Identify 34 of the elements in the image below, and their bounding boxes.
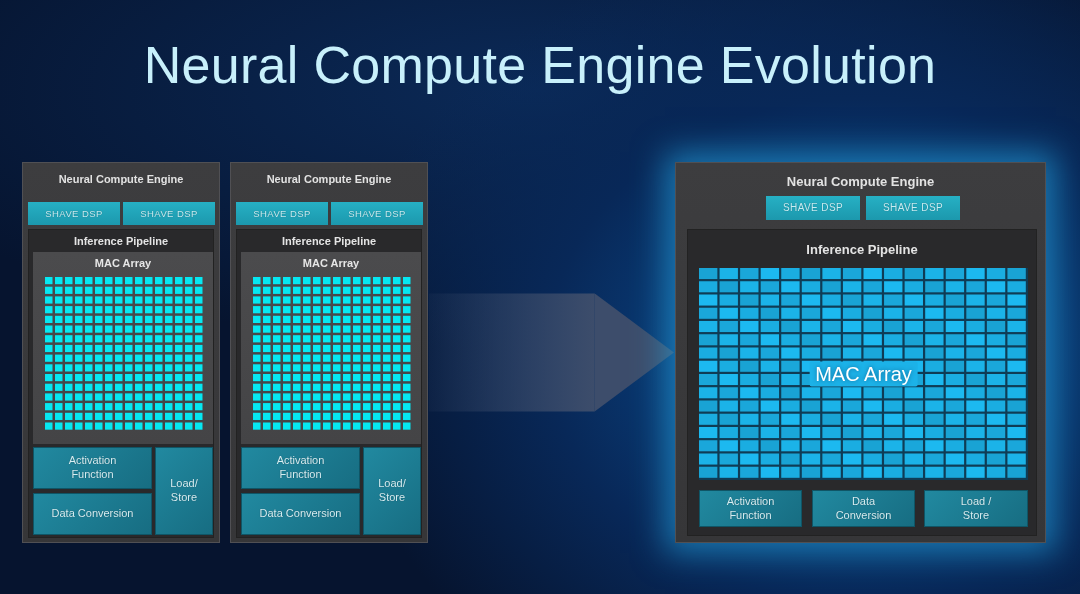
dsp-block: SHAVE DSP [331,202,423,225]
function-block: Activation Function [699,490,802,527]
mac-array-label: MAC Array [809,361,918,387]
function-block: Data Conversion [812,490,915,527]
mac-array-title: MAC Array [94,257,152,269]
function-block: Load/ Store [363,447,421,535]
pipeline-title: Inference Pipeline [806,242,918,257]
engine-panel [22,162,220,543]
dsp-block: SHAVE DSP [866,196,960,220]
pipeline-panel [236,229,422,538]
engine-title: Neural Compute Engine [58,173,184,185]
function-block: Data Conversion [241,493,360,535]
engine-title: Neural Compute Engine [786,174,935,189]
dsp-block: SHAVE DSP [123,202,215,225]
function-block: Load/ Store [155,447,213,535]
mac-array-panel [33,252,213,444]
engine-title: Neural Compute Engine [266,173,392,185]
function-block: Load / Store [924,490,1028,527]
dsp-block: SHAVE DSP [28,202,120,225]
slide-title: Neural Compute Engine Evolution [143,38,937,93]
pipeline-panel [687,229,1037,536]
arrow [429,293,674,412]
function-block: Activation Function [33,447,152,489]
pipeline-title: Inference Pipeline [73,235,169,247]
dsp-block: SHAVE DSP [236,202,328,225]
dsp-block: SHAVE DSP [766,196,860,220]
engine-panel [230,162,428,543]
engine-panel [675,162,1046,543]
pipeline-panel [28,229,214,538]
mac-array-title: MAC Array [302,257,360,269]
mac-array-panel [241,252,421,444]
function-block: Activation Function [241,447,360,489]
function-block: Data Conversion [33,493,152,535]
pipeline-title: Inference Pipeline [281,235,377,247]
